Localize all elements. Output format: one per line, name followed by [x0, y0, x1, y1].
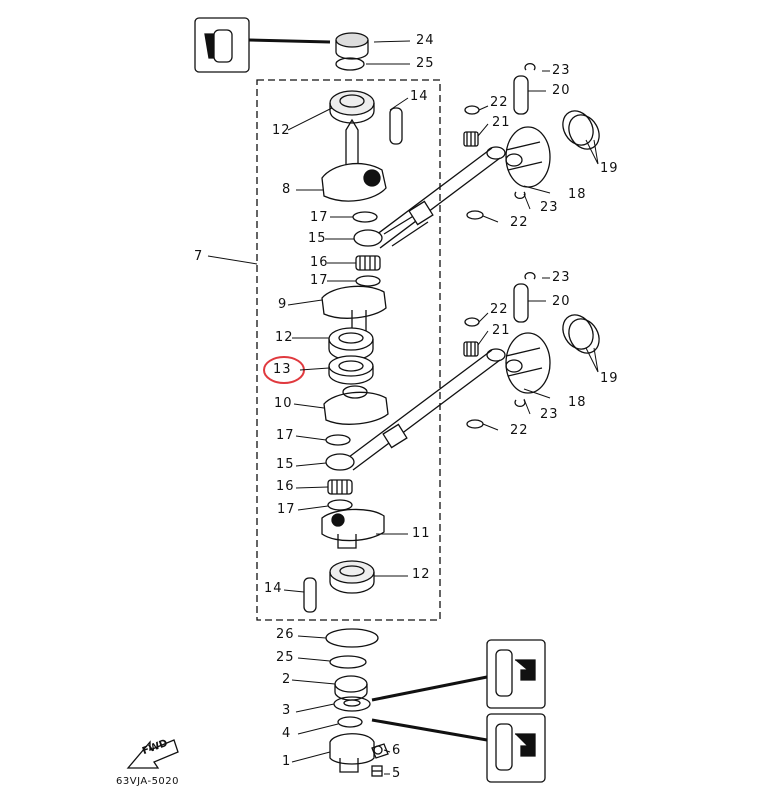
- sealant-icon-bottom-2: [371, 713, 546, 783]
- clip-23-a: [524, 62, 536, 71]
- label-20-lower: 20: [552, 294, 571, 309]
- label-17-b: 17: [310, 273, 329, 288]
- label-10: 10: [274, 396, 293, 411]
- needle-bearing-21-lower: [463, 341, 479, 357]
- label-1: 1: [282, 754, 292, 769]
- piston-pin-20-lower: [513, 283, 529, 323]
- drawing-code: 63VJA-5020: [116, 776, 180, 787]
- bearing-12-top: [329, 90, 375, 124]
- crankshaft-assembly-boundary: [256, 79, 441, 621]
- label-12-bottom: 12: [412, 567, 431, 582]
- label-26: 26: [276, 627, 295, 642]
- oil-seal-24: [335, 32, 369, 60]
- washer-17-b: [355, 275, 381, 287]
- piston-rings-19-upper: [562, 110, 600, 150]
- label-9: 9: [278, 297, 288, 312]
- label-23-b: 23: [540, 200, 559, 215]
- needle-bearing-16-lower: [327, 479, 353, 495]
- washer-17-a: [352, 211, 378, 223]
- washer-6: [373, 745, 383, 755]
- label-17-a: 17: [310, 210, 329, 225]
- oil-seal-3: [333, 696, 371, 712]
- bolt-5: [371, 765, 383, 777]
- label-22-a: 22: [490, 95, 509, 110]
- label-25-top: 25: [416, 56, 435, 71]
- label-13: 13: [273, 362, 292, 377]
- dowel-pin-14-top: [389, 107, 403, 145]
- label-22-b: 22: [510, 215, 529, 230]
- clip-23-b: [514, 191, 526, 200]
- label-18-upper: 18: [568, 187, 587, 202]
- label-19-upper: 19: [600, 161, 619, 176]
- label-16-upper: 16: [310, 255, 329, 270]
- crank-web-11: [321, 508, 385, 549]
- label-20-upper: 20: [552, 83, 571, 98]
- label-21-lower: 21: [492, 323, 511, 338]
- label-8: 8: [282, 182, 292, 197]
- label-16-lower: 16: [276, 479, 295, 494]
- label-12-middle: 12: [275, 330, 294, 345]
- piston-18-lower: [505, 332, 551, 394]
- washer-17-c: [325, 434, 351, 446]
- piston-pin-20-upper: [513, 75, 529, 115]
- label-3: 3: [282, 703, 292, 718]
- label-25-bottom: 25: [276, 650, 295, 665]
- label-11: 11: [412, 526, 431, 541]
- seal-4: [337, 716, 363, 728]
- washer-22-b: [466, 210, 484, 220]
- piston-rings-19-lower: [562, 314, 600, 354]
- bearing-12-bottom: [329, 560, 375, 594]
- dowel-pin-14-bottom: [303, 577, 317, 613]
- label-23-d: 23: [540, 407, 559, 422]
- label-17-d: 17: [277, 502, 296, 517]
- label-19-lower: 19: [600, 371, 619, 386]
- o-ring-26: [325, 628, 379, 648]
- label-24: 24: [416, 33, 435, 48]
- label-15-upper: 15: [308, 231, 327, 246]
- label-22-d: 22: [510, 423, 529, 438]
- housing-1: [329, 733, 389, 773]
- bearing-12-middle: [328, 327, 374, 361]
- crank-web-9: [321, 285, 387, 341]
- label-12-top: 12: [272, 123, 291, 138]
- label-21-upper: 21: [492, 115, 511, 130]
- label-7: 7: [194, 249, 204, 264]
- o-ring-25-top: [335, 57, 365, 71]
- piston-18-upper: [505, 126, 551, 188]
- label-6: 6: [392, 743, 402, 758]
- label-14-bottom: 14: [264, 581, 283, 596]
- washer-22-d: [466, 419, 484, 429]
- label-5: 5: [392, 766, 402, 781]
- label-22-c: 22: [490, 302, 509, 317]
- washer-17-d: [327, 499, 353, 511]
- o-ring-25-bottom: [329, 655, 367, 669]
- leader-lines: [207, 40, 599, 775]
- needle-bearing-16-upper: [355, 255, 381, 271]
- connecting-rod-upper: [353, 146, 506, 249]
- label-23-c: 23: [552, 270, 571, 285]
- clip-23-c: [524, 271, 536, 280]
- label-18-lower: 18: [568, 395, 587, 410]
- label-4: 4: [282, 726, 292, 741]
- label-23-a: 23: [552, 63, 571, 78]
- washer-22-a: [464, 105, 480, 115]
- label-15-lower: 15: [276, 457, 295, 472]
- label-2: 2: [282, 672, 292, 687]
- crank-web-10: [323, 385, 389, 425]
- sealant-icon-top: [194, 17, 331, 73]
- label-17-c: 17: [276, 428, 295, 443]
- label-14-top: 14: [410, 89, 429, 104]
- clip-23-d: [514, 399, 526, 408]
- connecting-rod-lower: [325, 348, 506, 471]
- sealant-icon-bottom-1: [371, 639, 546, 709]
- crank-web-8: [321, 118, 387, 202]
- fwd-arrow: [126, 739, 179, 769]
- bearing-13: [328, 355, 374, 385]
- needle-bearing-21-upper: [463, 131, 479, 147]
- washer-22-c: [464, 317, 480, 327]
